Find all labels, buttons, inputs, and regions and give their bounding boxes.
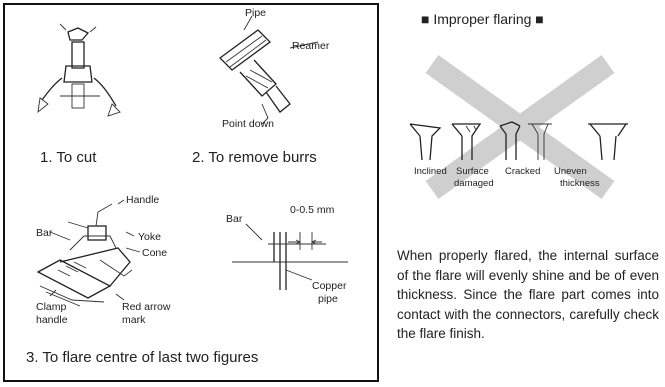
defect-profile-uneven-thickness [588, 123, 628, 161]
reamer-label: Reamer [292, 40, 330, 52]
bar-left-label: Bar [36, 227, 53, 239]
defect-label-surface: Surface [456, 166, 489, 177]
cone-label: Cone [142, 247, 167, 259]
copper-pipe-label-line1: Copper [312, 280, 347, 292]
improper-flaring-heading: ■ Improper flaring ■ [421, 11, 544, 27]
handle-label: Handle [126, 194, 159, 206]
flaring-tool-illustration [36, 203, 133, 307]
clamp-handle-label-line1: Clamp [36, 301, 67, 313]
defect-profile-inclined [409, 123, 442, 161]
copper-pipe-label-line2: pipe [318, 293, 338, 305]
step2-caption: 2. To remove burrs [192, 149, 317, 166]
defect-label-uneven: Uneven [554, 166, 587, 177]
bar-right-label: Bar [226, 213, 243, 225]
clamp-handle-label-line2: handle [36, 314, 68, 326]
bar-pipe-cross-section [232, 223, 348, 290]
pipe-label: Pipe [245, 7, 266, 19]
defect-label-cracked: Cracked [505, 166, 540, 177]
red-arrow-label-line2: mark [122, 314, 146, 326]
step3-caption: 3. To flare centre of last two figures [26, 349, 258, 366]
instructions-frame [3, 3, 379, 382]
yoke-label: Yoke [138, 231, 161, 243]
defect-label-thickness: thickness [560, 178, 600, 189]
step1-caption: 1. To cut [40, 149, 97, 166]
point-down-label: Point down [222, 118, 274, 130]
reamer-illustration [219, 15, 319, 125]
defect-label-damaged: damaged [454, 178, 494, 189]
proper-flaring-description: When properly flared, the internal surfa… [397, 248, 659, 342]
red-arrow-label-line1: Red arrow [122, 301, 171, 313]
defect-profile-surface-damaged [451, 123, 482, 160]
defect-label-inclined: Inclined [414, 166, 447, 177]
dimension-label: 0-0.5 mm [290, 204, 335, 216]
defect-profile-cracked [499, 121, 552, 160]
pipe-cutter-illustration [37, 23, 121, 117]
